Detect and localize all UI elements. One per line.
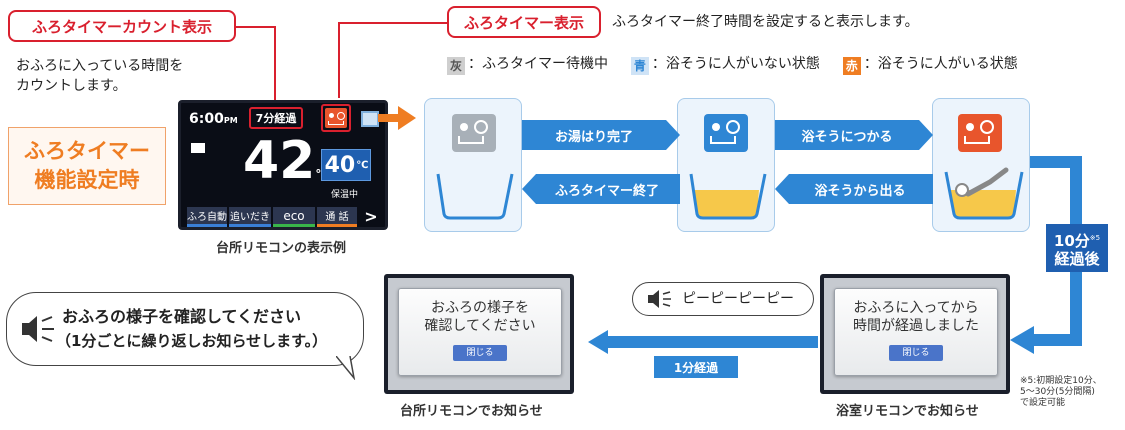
kitchen-notice-dialog: おふろの様子を 確認してください 閉じる: [398, 288, 562, 376]
speaker-small-icon: [648, 290, 671, 308]
legend-text-blue: ：浴そうに人がいない状態: [651, 56, 820, 72]
filled-tub-icon: [689, 173, 767, 220]
arrow-one-min: [588, 330, 818, 354]
setting-line-2: 機能設定時: [34, 168, 140, 192]
timer-count-label: ふろタイマーカウント表示: [8, 10, 236, 42]
remote-temp: 42℃: [243, 131, 330, 191]
sound-bubble: [632, 282, 814, 316]
next-arrow-icon[interactable]: >: [364, 206, 378, 226]
call-button[interactable]: 通 話: [317, 207, 357, 227]
kitchen-notice-line-2: 確認してください: [424, 318, 536, 334]
setting-box: ふろタイマー 機能設定時: [8, 127, 166, 205]
empty-tub-icon: [436, 173, 514, 220]
kitchen-remote-caption: 台所リモコンの表示例: [216, 241, 347, 256]
legend: 灰：ふろタイマー待機中 青：浴そうに人がいない状態 赤：浴そうに人がいる状態: [447, 54, 1018, 75]
legend-text-red: ：浴そうに人がいる状態: [863, 56, 1018, 72]
timer-display-label: ふろタイマー表示: [447, 6, 601, 38]
remote-time: 6:00PM: [189, 111, 238, 127]
elapsed-10-badge: 10分※5 経過後: [1046, 224, 1108, 272]
faucet-icon: [191, 143, 205, 153]
remote-elapsed-badge: 7分経過: [249, 107, 303, 129]
timer-count-desc-2: カウントします。: [16, 78, 127, 94]
legend-badge-red: 赤: [842, 57, 861, 75]
label-enter-tub: 浴そうにつかる: [801, 129, 893, 145]
kitchen-notice-screen: おふろの様子を 確認してください 閉じる: [384, 274, 574, 394]
bath-notice-caption: 浴室リモコンでお知らせ: [836, 404, 979, 419]
kitchen-notice-caption: 台所リモコンでお知らせ: [400, 404, 543, 419]
sound-text: ピーピーピーピー: [682, 291, 794, 307]
kitchen-close-button[interactable]: 閉じる: [453, 345, 507, 361]
speaker-icon: [22, 316, 54, 342]
bath-remote-screen: おふろに入ってから 時間が経過しました 閉じる: [820, 274, 1010, 394]
legend-badge-blue: 青: [630, 57, 649, 75]
label-exit-tub: 浴そうから出る: [814, 183, 906, 199]
note-mark: ※5: [1089, 233, 1101, 242]
label-fill-done: お湯はり完了: [554, 129, 633, 145]
bath-notice-dialog: おふろに入ってから 時間が経過しました 閉じる: [834, 288, 998, 376]
eco-button[interactable]: eco: [273, 207, 315, 227]
arrow-exit-tub: [775, 174, 933, 204]
remote-status: 保温中: [331, 190, 359, 200]
label-timer-end: ふろタイマー終了: [554, 183, 659, 199]
timer-icon-small: [321, 104, 351, 132]
bath-notice-line-2: 時間が経過しました: [853, 318, 979, 334]
screen-window-icon: [361, 111, 379, 127]
elapsed-10-line-2: 経過後: [1054, 249, 1100, 268]
timer-blue-icon: [704, 114, 748, 152]
legend-text-gray: ：ふろタイマー待機中: [468, 56, 608, 72]
remote-set-temp: 40℃: [321, 149, 371, 181]
arrow-timer-end: [522, 174, 680, 204]
setting-line-1: ふろタイマー: [24, 139, 150, 163]
elapsed-10-line-1: 10分※5: [1053, 231, 1101, 250]
footnote: ※5:初期設定10分、 5〜30分(5分間隔) で設定可能: [1020, 376, 1102, 408]
label-one-min: 1分経過: [654, 356, 738, 378]
legend-badge-gray: 灰: [447, 57, 465, 75]
timer-count-desc-1: おふろに入っている時間を: [16, 58, 184, 74]
auto-bath-button[interactable]: ふろ自動: [187, 207, 227, 227]
timer-display-desc: ふろタイマー終了時間を設定すると表示します。: [612, 14, 919, 30]
bath-notice-line-1: おふろに入ってから: [853, 300, 979, 316]
timer-gray-icon: [452, 114, 496, 152]
announce-bubble: [6, 292, 364, 366]
bath-close-button[interactable]: 閉じる: [889, 345, 943, 361]
bubble-tail: [336, 356, 356, 380]
announce-line-1: おふろの様子を確認してください: [62, 307, 302, 326]
elbow-arrowhead: [1010, 326, 1034, 354]
kitchen-notice-line-1: おふろの様子を: [431, 300, 529, 316]
kitchen-remote-screen: 6:00PM 7分経過 42℃ 40℃ 保温中 ふろ自動 追いだき eco 通 …: [178, 100, 388, 230]
announce-line-2: （1分ごとに繰り返しお知らせします。）: [56, 332, 328, 350]
arrow-enter-tub: [775, 120, 933, 150]
arrow-fill-done: [522, 120, 680, 150]
timer-red-icon: [958, 114, 1002, 152]
person-tub-icon: [944, 167, 1024, 220]
orange-arrow-icon: [378, 106, 416, 130]
reheat-button[interactable]: 追いだき: [229, 207, 271, 227]
